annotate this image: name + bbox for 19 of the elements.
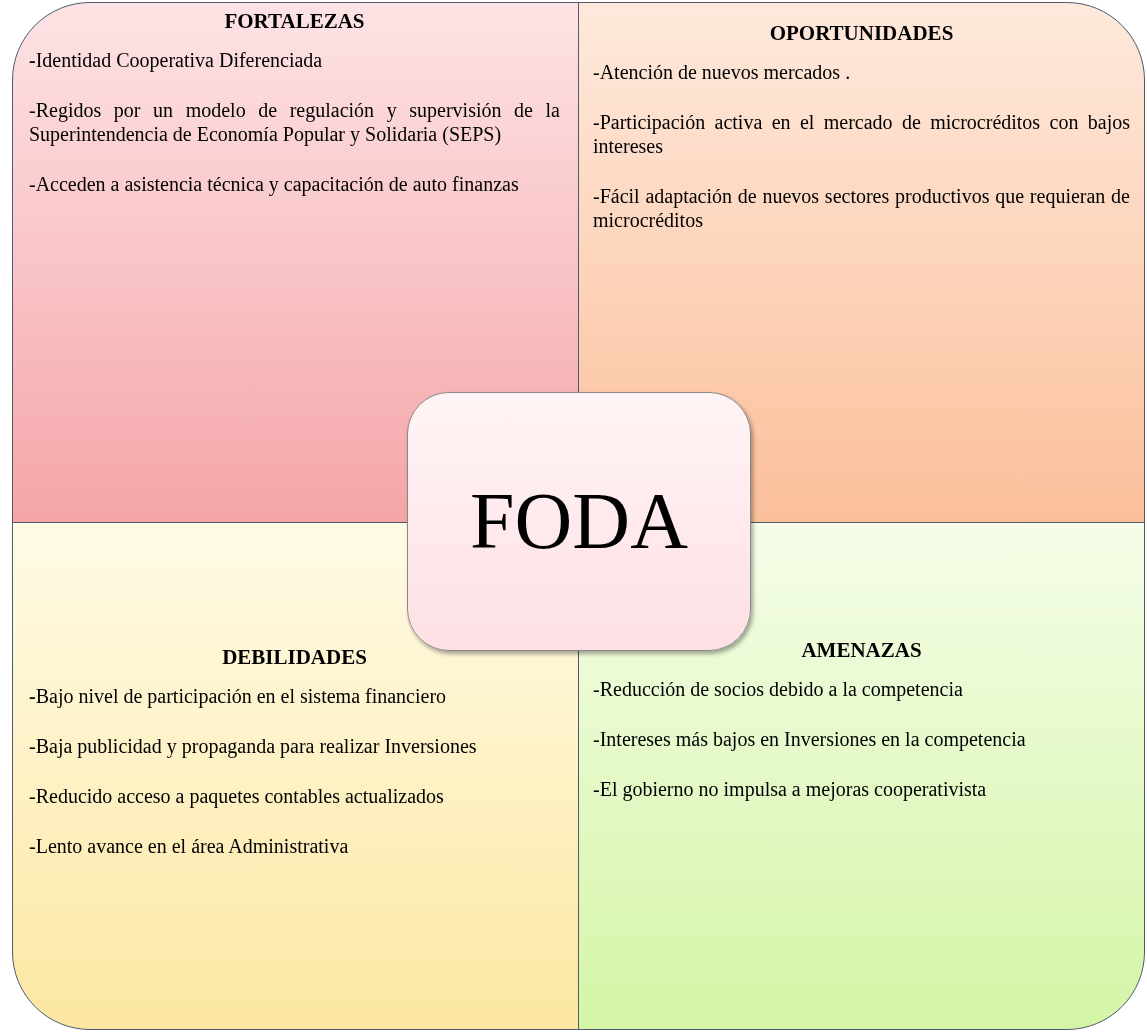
list-item: -Lento avance en el área Administrativa bbox=[29, 834, 350, 858]
section-heading: AMENAZAS bbox=[800, 638, 923, 663]
section-heading: FORTALEZAS bbox=[223, 9, 366, 34]
list-item: -Regidos por un modelo de regulación y supervisión de la Superintendencia de Economía Popular y Solidaria (SEPS) bbox=[29, 98, 560, 146]
list-item: -Identidad Cooperativa Diferenciada bbox=[29, 48, 324, 72]
list-item: -Intereses más bajos en Inversiones en la competencia bbox=[593, 727, 1027, 751]
center-title: FODA bbox=[470, 476, 688, 567]
list-item: -Bajo nivel de participación en el sistema financiero bbox=[29, 684, 448, 708]
section-heading: DEBILIDADES bbox=[221, 645, 368, 670]
list-item: -Baja publicidad y propaganda para realizar Inversiones bbox=[29, 734, 478, 758]
center-box bbox=[407, 392, 751, 651]
list-item: -Fácil adaptación de nuevos sectores productivos que requieran de microcréditos bbox=[593, 184, 1130, 232]
list-item: -Reducción de socios debido a la competencia bbox=[593, 677, 964, 701]
list-item: -Reducido acceso a paquetes contables actualizados bbox=[29, 784, 445, 808]
list-item: -Participación activa en el mercado de microcréditos con bajos intereses bbox=[593, 110, 1130, 158]
list-item: -Acceden a asistencia técnica y capacitación de auto finanzas bbox=[29, 172, 520, 196]
list-item: -El gobierno no impulsa a mejoras cooperativista bbox=[593, 777, 988, 801]
section-heading: OPORTUNIDADES bbox=[768, 21, 955, 46]
list-item: -Atención de nuevos mercados . bbox=[593, 60, 852, 84]
